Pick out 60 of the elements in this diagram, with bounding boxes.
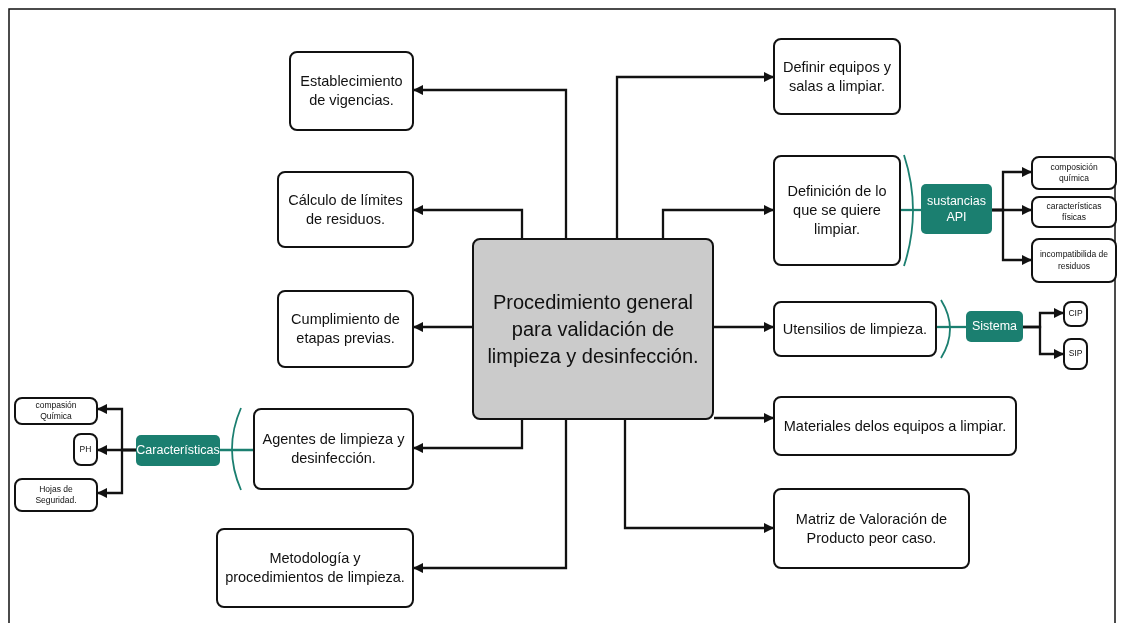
detail-box: [1031, 196, 1117, 228]
node-text: Matriz de Valoración de Producto peor caso.: [794, 509, 949, 548]
process-box: [773, 488, 970, 569]
category-tag: [921, 184, 992, 234]
arrow: [661, 204, 775, 238]
connector-line: [937, 325, 966, 329]
node-text: Cálculo de límites de residuos.: [287, 190, 404, 229]
node-text: Definición de lo que se quiere limpiar.: [786, 182, 888, 239]
node-text: compasión Química: [34, 399, 78, 423]
node-text: Sistema: [971, 318, 1018, 335]
node-text: Utensilios de limpieza.: [782, 319, 928, 339]
arrow: [412, 321, 472, 333]
connector-line: [901, 208, 921, 212]
node-text: sustancias API: [926, 192, 987, 226]
process-box: [773, 301, 937, 357]
arrow: [1023, 325, 1065, 360]
arrow: [412, 204, 524, 238]
arrow: [412, 420, 568, 574]
arrow: [96, 448, 136, 499]
process-box: [277, 171, 414, 248]
arrow: [714, 412, 775, 424]
node-text: incompatibilida de residuos: [1038, 249, 1109, 272]
node-text: Materiales delos equipos a limpiar.: [783, 416, 1007, 436]
node-text: Definir equipos y salas a limpiar.: [782, 57, 892, 96]
category-tag: [966, 311, 1023, 342]
detail-box: [1063, 301, 1088, 327]
detail-box: [1063, 338, 1088, 370]
central-box: [472, 238, 714, 420]
detail-box: [1031, 156, 1117, 190]
process-box: [216, 528, 414, 608]
process-box: [773, 155, 901, 266]
node-text: CIP: [1068, 308, 1083, 320]
node-text: SIP: [1068, 348, 1083, 360]
node-text: Características: [136, 442, 220, 459]
process-box: [277, 290, 414, 368]
node-text: PH: [79, 443, 92, 456]
node-text: Establecimiento de vigencias.: [299, 72, 404, 110]
node-text: Cumplimiento de etapas previas.: [290, 310, 401, 348]
category-tag: [136, 435, 220, 466]
process-box: [253, 408, 414, 490]
arrow: [412, 420, 524, 454]
arrow: [412, 84, 568, 238]
detail-box: [14, 478, 98, 512]
detail-box: [1031, 238, 1117, 283]
node-text: composición química: [1049, 161, 1099, 185]
process-box: [773, 38, 901, 115]
process-box: [289, 51, 414, 131]
arrow: [714, 321, 775, 333]
detail-box: [73, 433, 98, 466]
arrow: [623, 420, 775, 534]
arrow: [615, 71, 775, 238]
detail-box: [14, 397, 98, 425]
node-text: Agentes de limpieza y desinfección.: [261, 430, 406, 468]
node-text: Hojas de Seguridad.: [34, 483, 78, 507]
node-text: Procedimiento general para validación de limpieza y desinfección.: [486, 289, 700, 369]
process-box: [773, 396, 1017, 456]
node-text: características físicas: [1045, 200, 1103, 224]
connector-line: [220, 448, 253, 452]
node-text: Metodología y procedimientos de limpieza.: [224, 549, 406, 587]
arrow: [992, 208, 1033, 266]
